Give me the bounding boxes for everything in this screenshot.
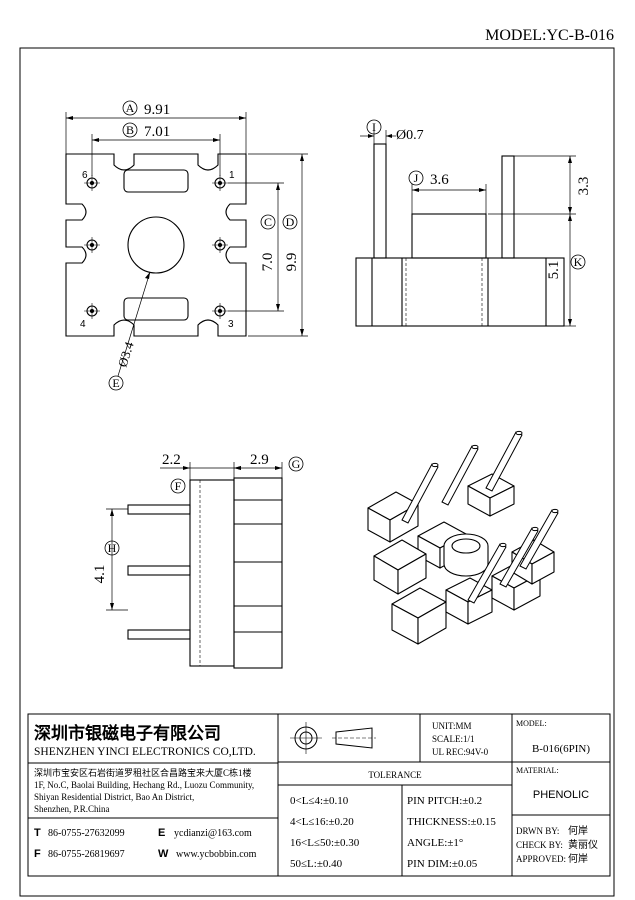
material-label: MATERIAL: — [516, 766, 559, 775]
side-view — [355, 143, 565, 327]
fax-value: 86-0755-26819697 — [48, 849, 125, 860]
dim-label-g: G — [292, 457, 301, 471]
dim-value-k: 5.1 — [546, 261, 562, 280]
dim-value-b: 7.01 — [144, 124, 170, 140]
ul-rec-text: UL REC:94V-0 — [432, 747, 489, 757]
dim-label-b: B — [126, 123, 134, 137]
tel-label: T — [34, 827, 41, 839]
dim-value-i: Ø0.7 — [396, 128, 424, 143]
dim-label-k: K — [574, 255, 583, 269]
tolerance-3: 16<L≤50:±0.30 — [290, 837, 360, 849]
unit-text: UNIT:MM — [432, 721, 472, 731]
dim-label-i: I — [372, 120, 376, 134]
dim-value-f: 2.2 — [162, 452, 181, 468]
company-name-en: SHENZHEN YINCI ELECTRONICS CO,LTD. — [34, 746, 256, 758]
pin-number-3: 3 — [228, 319, 234, 330]
side-view-dimensions — [360, 130, 576, 327]
top-view — [65, 153, 247, 337]
dim-value-a: 9.91 — [144, 102, 170, 118]
dim-value-c: 7.0 — [260, 253, 276, 272]
dim-value-3-3: 3.3 — [576, 177, 592, 196]
dim-value-d: 9.9 — [284, 253, 300, 272]
approved-label: APPROVED: — [516, 854, 566, 864]
drawn-by-label: DRWN BY: — [516, 826, 559, 836]
tolerance-title: TOLERANCE — [368, 770, 422, 780]
tolerance-4: 50≤L:±0.40 — [290, 858, 343, 870]
address-en-3: Shenzhen, P.R.China — [34, 804, 110, 814]
address-en-1: 1F, No.C, Baolai Building, Hechang Rd., … — [34, 780, 254, 790]
email-label: E — [158, 827, 165, 839]
model-label: MODEL: — [516, 719, 547, 728]
address-en-2: Shiyan Residential District, Bao An Dist… — [34, 792, 194, 802]
isometric-pins — [401, 430, 559, 604]
dim-value-h: 4.1 — [92, 565, 108, 584]
pin-number-1: 1 — [229, 170, 235, 181]
check-by-label: CHECK BY: — [516, 840, 563, 850]
pin-pitch: PIN PITCH:±0.2 — [407, 795, 482, 807]
tel-value: 86-0755-27632099 — [48, 828, 125, 839]
material-value: PHENOLIC — [533, 789, 589, 801]
dim-value-e: Ø3.4 — [115, 339, 137, 368]
dim-label-h: H — [108, 541, 117, 555]
pin-number-6: 6 — [82, 170, 88, 181]
email-value: ycdianzi@163.com — [174, 828, 252, 839]
dim-label-j: J — [414, 171, 419, 185]
front-view-dimensions — [106, 462, 283, 611]
pin-dim: PIN DIM:±0.05 — [407, 858, 478, 870]
approved-name: 何岸 — [568, 852, 588, 865]
web-label: W — [158, 848, 169, 860]
address-cn: 深圳市宝安区石岩街道罗租社区合昌路宝来大厦C栋1楼 — [34, 767, 252, 778]
angle: ANGLE:±1° — [407, 837, 463, 849]
drawing-border — [19, 47, 615, 897]
title-block — [27, 713, 611, 877]
web-value: www.ycbobbin.com — [176, 849, 257, 860]
tolerance-1: 0<L≤4:±0.10 — [290, 795, 349, 807]
check-by-name: 黄丽仪 — [568, 838, 598, 851]
company-name-cn: 深圳市银磁电子有限公司 — [34, 723, 221, 743]
scale-text: SCALE:1/1 — [432, 734, 475, 744]
model-header: MODEL:YC-B-016 — [485, 27, 614, 44]
top-view-dimensions — [65, 112, 308, 377]
thickness: THICKNESS:±0.15 — [407, 816, 496, 828]
dim-label-f: F — [175, 479, 182, 493]
dim-label-d: D — [286, 215, 295, 229]
drawn-by-name: 何岸 — [568, 824, 588, 837]
front-view — [127, 477, 283, 669]
dim-value-j: 3.6 — [430, 172, 449, 188]
fax-label: F — [34, 848, 41, 860]
pin-number-4: 4 — [80, 319, 86, 330]
dim-label-e: E — [112, 376, 119, 390]
dim-value-g: 2.9 — [250, 452, 269, 468]
dim-label-a: A — [126, 101, 135, 115]
model-value: B-016(6PIN) — [532, 743, 590, 755]
tolerance-2: 4<L≤16:±0.20 — [290, 816, 354, 828]
dim-label-c: C — [264, 215, 272, 229]
